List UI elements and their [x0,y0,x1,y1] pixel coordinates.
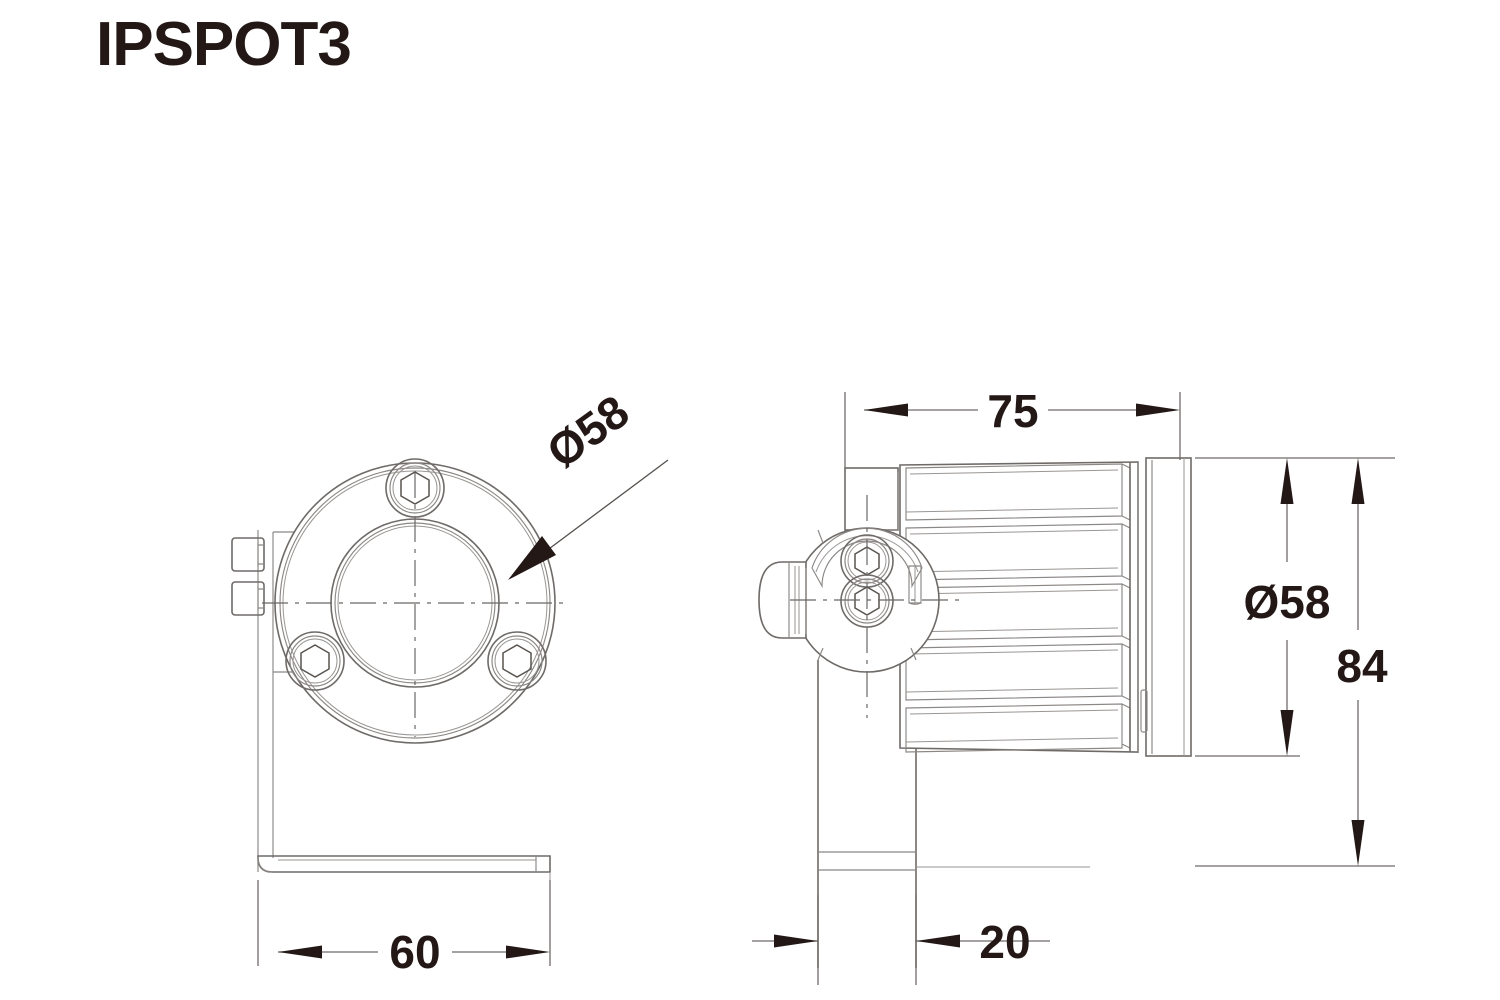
side-diameter-label: Ø58 [1244,576,1331,628]
front-width-label: 60 [389,926,440,978]
front-hex-bolt-bottom-left [285,631,345,691]
front-view: Ø58 60 [231,385,669,978]
side-length-label: 75 [987,385,1038,437]
front-hex-bolt-top [385,458,445,518]
front-diameter-label: Ø58 [537,385,638,478]
side-height-dimension: 84 [1195,457,1395,867]
page-title: IPSPOT3 [96,10,352,79]
front-hex-bolt-bottom-right [487,631,547,691]
front-diameter-leader: Ø58 [508,385,669,580]
side-stem-width-label: 20 [979,916,1030,968]
side-height-label: 84 [1336,640,1388,692]
front-width-dimension: 60 [257,880,551,978]
side-centre-lines [790,495,960,718]
front-side-screw-tabs [231,537,265,616]
front-centre-lines [262,472,570,737]
side-length-dimension: 75 [844,385,1181,468]
side-stem-width-dimension: 20 [752,895,1050,985]
side-diameter-dimension: Ø58 [1195,457,1331,757]
side-view: 75 Ø58 84 [752,385,1395,985]
side-top-block [844,467,899,531]
side-lens-housing [1140,457,1192,757]
